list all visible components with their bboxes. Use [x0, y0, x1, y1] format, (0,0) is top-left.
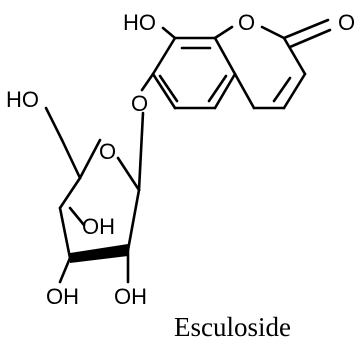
glycosidic-bond-aryl: [140, 72, 155, 92]
pyrone-ring: [213, 18, 332, 110]
atom-label-ho-ch2: HO: [6, 87, 39, 112]
atom-label-o-pyranose: O: [99, 139, 116, 164]
atom-label-o-carbonyl: O: [338, 10, 355, 35]
benzene-ring: [151, 36, 237, 110]
atom-label-oh-c3: OH: [46, 284, 79, 309]
glycosidic-bond-anomeric: [137, 111, 145, 192]
atom-label-oh-c4: OH: [82, 214, 115, 239]
atom-label-o-glycosidic: O: [131, 91, 148, 116]
phenol-bond: [161, 26, 177, 40]
compound-name-caption: Esculoside: [174, 312, 291, 342]
atom-label-o-ring: O: [238, 10, 255, 35]
atom-label-ho-phenol: HO: [123, 10, 156, 35]
atom-label-oh-c2: OH: [114, 284, 147, 309]
pyranose-ring: [44, 106, 141, 284]
wedge-bond: [70, 244, 128, 263]
